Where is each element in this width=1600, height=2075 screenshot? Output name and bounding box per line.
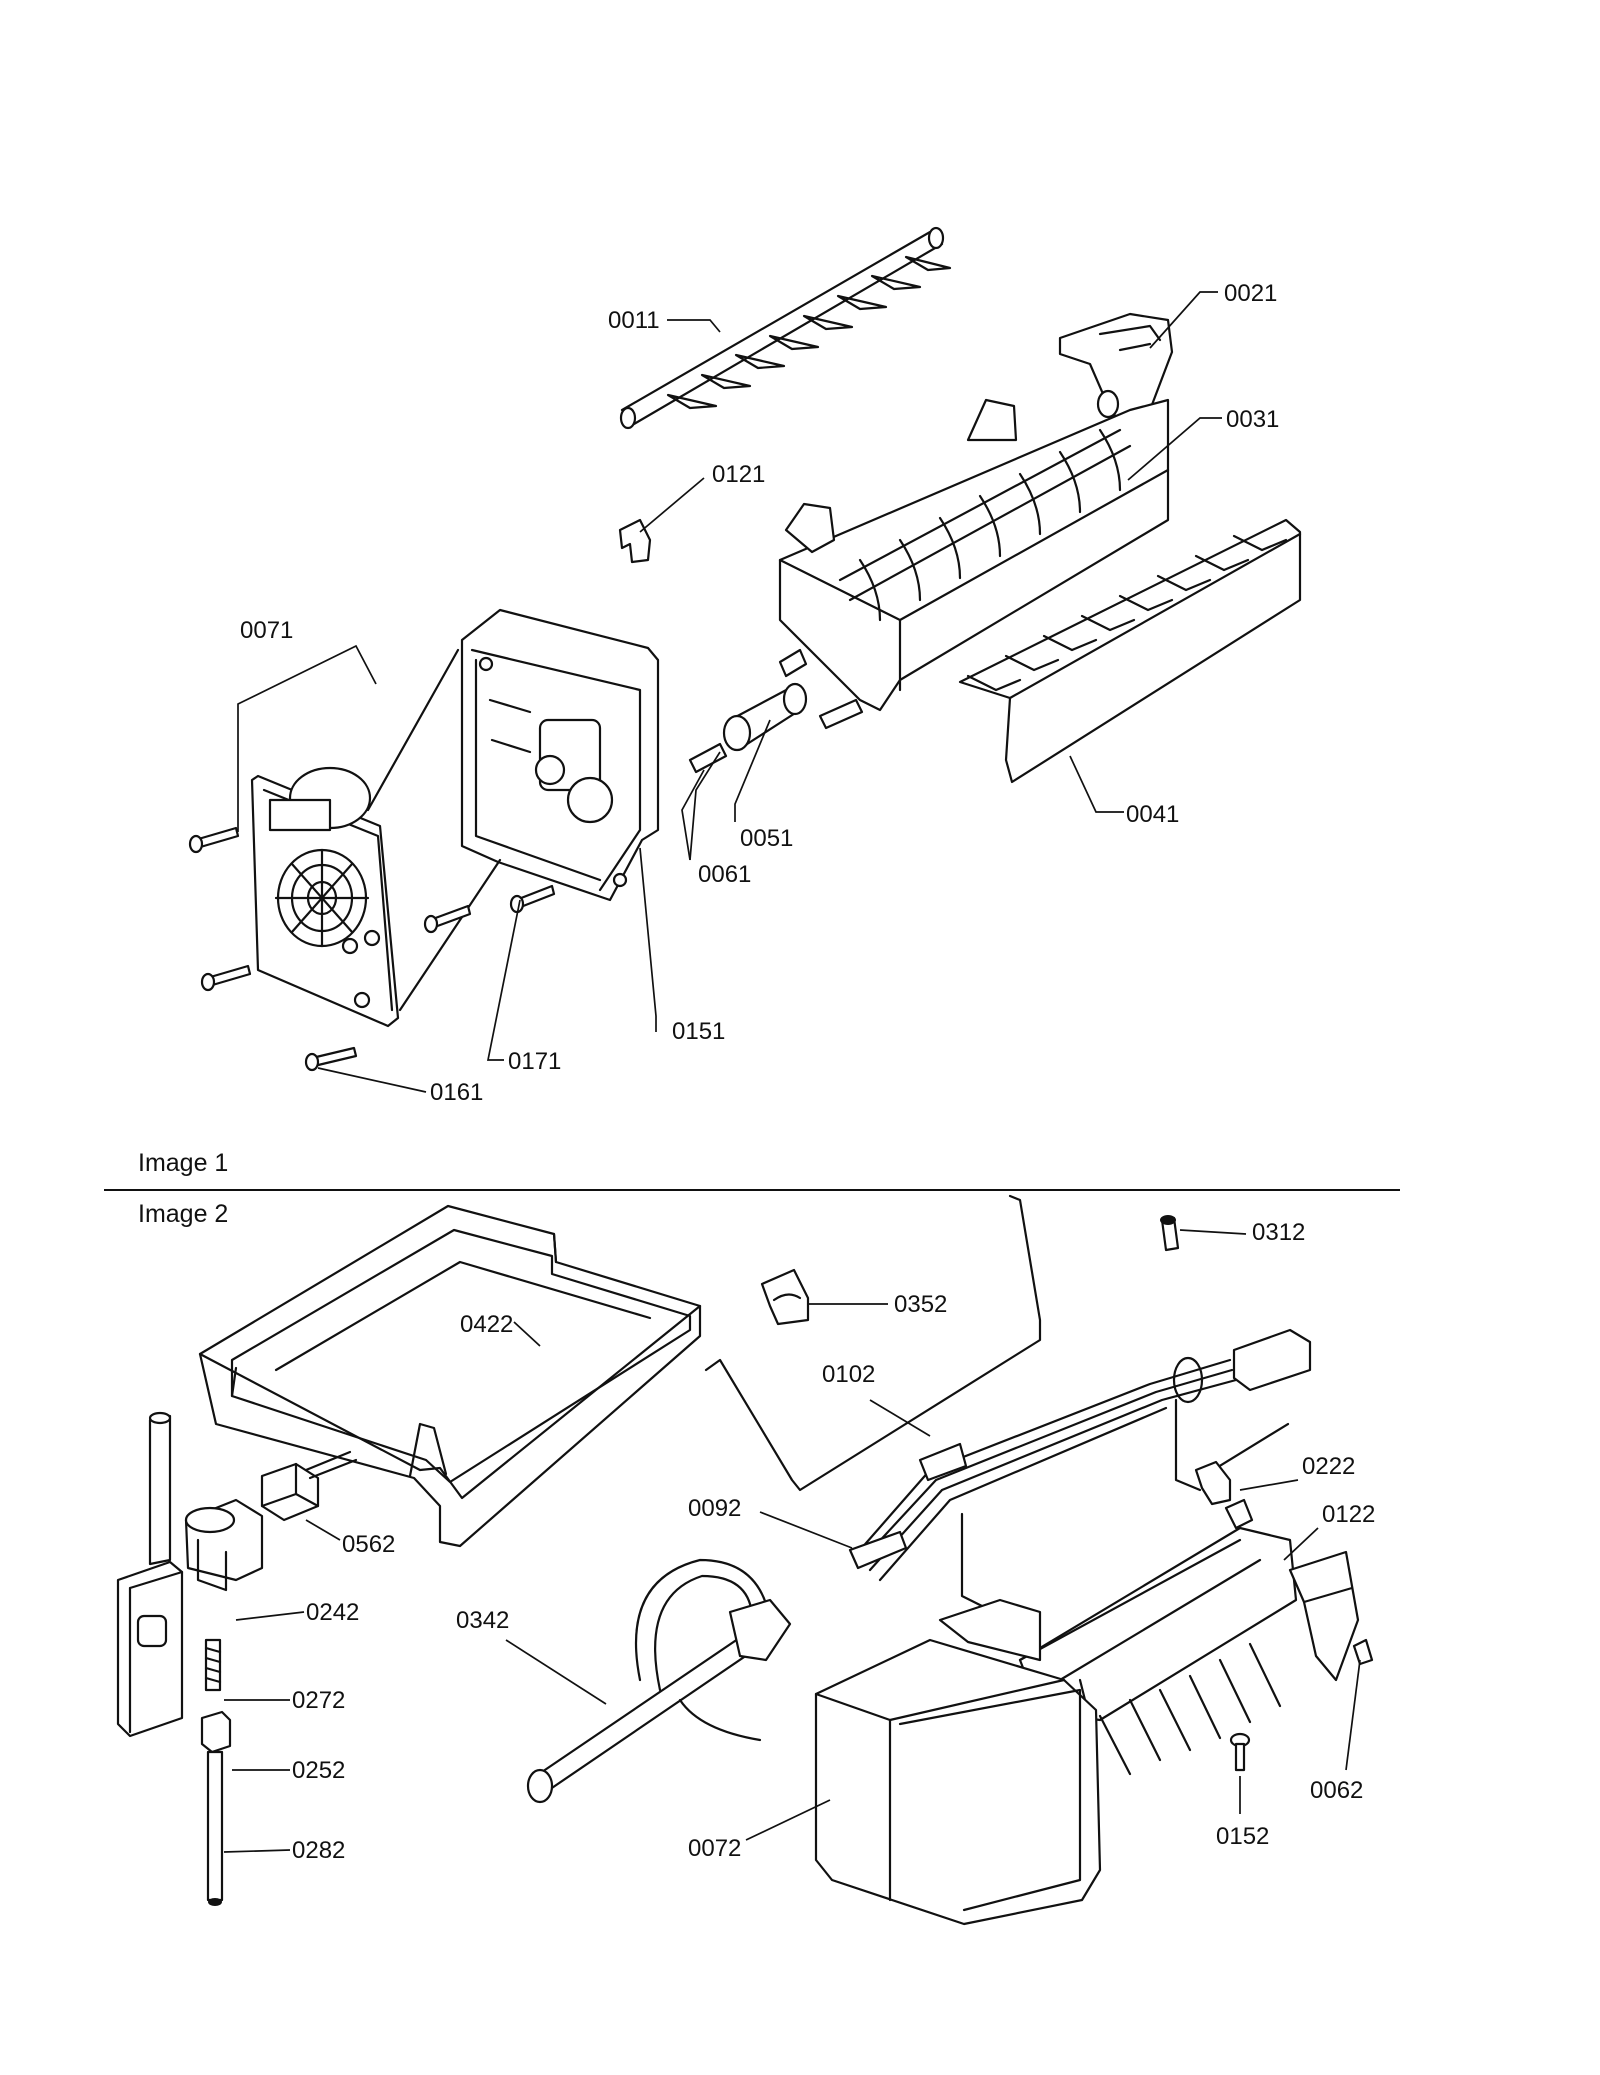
part-label: 0092 bbox=[688, 1495, 741, 1522]
part-label: 0071 bbox=[240, 617, 293, 644]
section-labels: Image 1 Image 2 bbox=[138, 1149, 228, 1228]
part-label: 0021 bbox=[1224, 280, 1277, 307]
fill-tube-drawing bbox=[526, 1558, 792, 1804]
part-label: 0242 bbox=[306, 1599, 359, 1626]
part-label: 0061 bbox=[698, 861, 751, 888]
image-2-assembly bbox=[116, 1194, 1374, 1926]
part-label: 0161 bbox=[430, 1079, 483, 1106]
part-label: 0252 bbox=[292, 1757, 345, 1784]
part-label: 0011 bbox=[608, 307, 660, 334]
valve-harness-plug-drawing bbox=[260, 1450, 358, 1522]
section-label-image-1: Image 1 bbox=[138, 1149, 228, 1177]
part-label: 0151 bbox=[672, 1018, 725, 1045]
part-label: 0072 bbox=[688, 1835, 741, 1862]
part-label: 0062 bbox=[1310, 1777, 1363, 1804]
part-label: 0171 bbox=[508, 1048, 561, 1075]
image-1-assembly bbox=[188, 226, 1302, 1093]
part-label: 0031 bbox=[1226, 406, 1279, 433]
ice-bucket-drawing bbox=[198, 1204, 702, 1548]
thermostat-drawing bbox=[688, 648, 864, 774]
water-valve-drawing bbox=[116, 1411, 264, 1906]
part-label: 0041 bbox=[1126, 801, 1179, 828]
kit-screw-drawing bbox=[1229, 1732, 1251, 1772]
part-label: 0222 bbox=[1302, 1453, 1355, 1480]
ice-maker-kit-drawing bbox=[960, 1498, 1374, 1776]
part-label: 0152 bbox=[1216, 1823, 1269, 1850]
section-label-image-2: Image 2 bbox=[138, 1200, 228, 1228]
ice-mold-drawing bbox=[778, 398, 1170, 712]
module-and-motor-drawing bbox=[250, 648, 502, 1028]
part-label: 0312 bbox=[1252, 1219, 1305, 1246]
wire-clip-drawing bbox=[760, 1268, 810, 1326]
clamp-drawing bbox=[1194, 1460, 1232, 1506]
ejector-shaft-drawing bbox=[619, 226, 952, 430]
part-label: 0122 bbox=[1322, 1501, 1375, 1528]
part-label: 0051 bbox=[740, 825, 793, 852]
mounting-screws-drawing bbox=[188, 826, 556, 1072]
ice-maker-cover-drawing bbox=[814, 1598, 1102, 1926]
mold-support-housing-drawing bbox=[460, 608, 660, 902]
stripper-drawing bbox=[958, 518, 1302, 784]
part-label: 0352 bbox=[894, 1291, 947, 1318]
part-label: 0121 bbox=[712, 461, 765, 488]
part-label: 0282 bbox=[292, 1837, 345, 1864]
part-label: 0422 bbox=[460, 1311, 513, 1338]
shutoff-arm-drawing bbox=[704, 1194, 1042, 1492]
part-label: 0562 bbox=[342, 1531, 395, 1558]
part-label: 0272 bbox=[292, 1687, 345, 1714]
part-label: 0342 bbox=[456, 1607, 509, 1634]
part-labels: 0011 0021 0031 0121 0071 0051 0061 0041 … bbox=[240, 280, 1375, 1864]
plug-drawing bbox=[1160, 1215, 1180, 1252]
part-label: 0102 bbox=[822, 1361, 875, 1388]
